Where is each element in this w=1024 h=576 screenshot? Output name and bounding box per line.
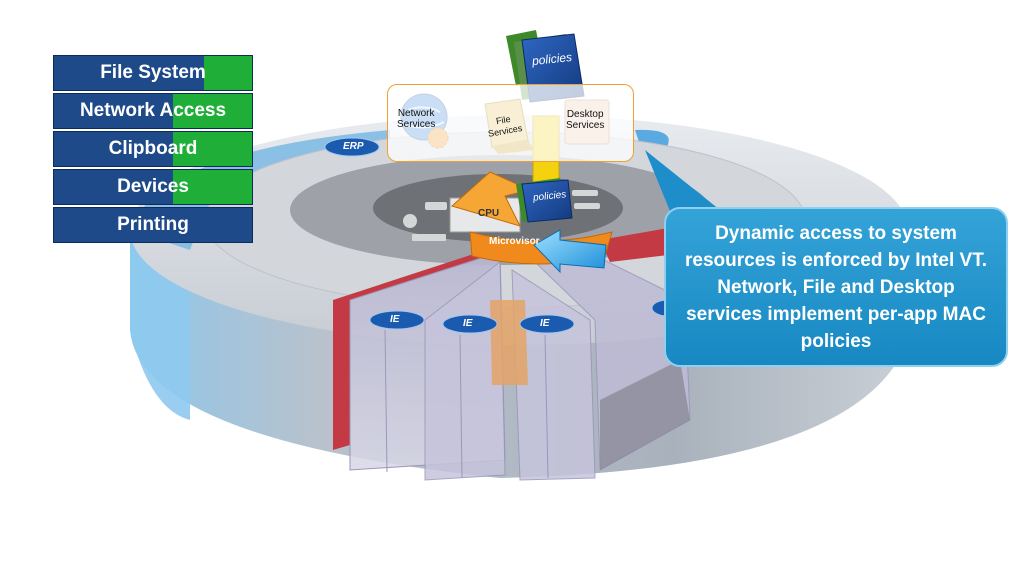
ie-label-1: IE bbox=[390, 314, 400, 325]
resource-label: Printing bbox=[117, 214, 189, 235]
red-sector-right bbox=[600, 228, 668, 262]
resource-fill bbox=[204, 56, 252, 90]
resource-fill bbox=[172, 132, 252, 166]
resource-clipboard: Clipboard bbox=[53, 131, 253, 167]
resource-list: File System Network Access Clipboard Dev… bbox=[53, 55, 253, 245]
services-box bbox=[387, 84, 634, 162]
resource-devices: Devices bbox=[53, 169, 253, 205]
ie-label-2: IE bbox=[463, 318, 473, 329]
microvisor-label: Microvisor bbox=[489, 236, 540, 247]
ie-badge-3 bbox=[519, 314, 575, 334]
desktop-services-label: Desktop Services bbox=[566, 109, 605, 131]
resource-label: File System bbox=[100, 62, 206, 83]
resource-label: Devices bbox=[117, 176, 189, 197]
resource-file-system: File System bbox=[53, 55, 253, 91]
resource-label: Network Access bbox=[79, 100, 227, 121]
ie-badge-1 bbox=[369, 310, 425, 330]
resource-label: Clipboard bbox=[108, 138, 198, 159]
ie-badge-2 bbox=[442, 314, 498, 334]
cpu-label: CPU bbox=[478, 208, 500, 219]
resource-printing: Printing bbox=[53, 207, 253, 243]
device-icons bbox=[403, 190, 600, 241]
callout-text: Dynamic access to system resources is en… bbox=[685, 222, 987, 352]
resource-fill bbox=[172, 170, 252, 204]
resource-network-access: Network Access bbox=[53, 93, 253, 129]
erp-label: ERP bbox=[343, 141, 364, 152]
resource-fill bbox=[172, 94, 252, 128]
network-services-label: Network Services bbox=[397, 108, 436, 130]
blue-arrow bbox=[533, 229, 607, 274]
erp-badge bbox=[324, 137, 380, 157]
policies-folder-bottom bbox=[516, 178, 573, 223]
callout-box: Dynamic access to system resources is en… bbox=[664, 207, 1008, 367]
ie-label-3: IE bbox=[540, 318, 550, 329]
app-slots bbox=[349, 251, 691, 481]
